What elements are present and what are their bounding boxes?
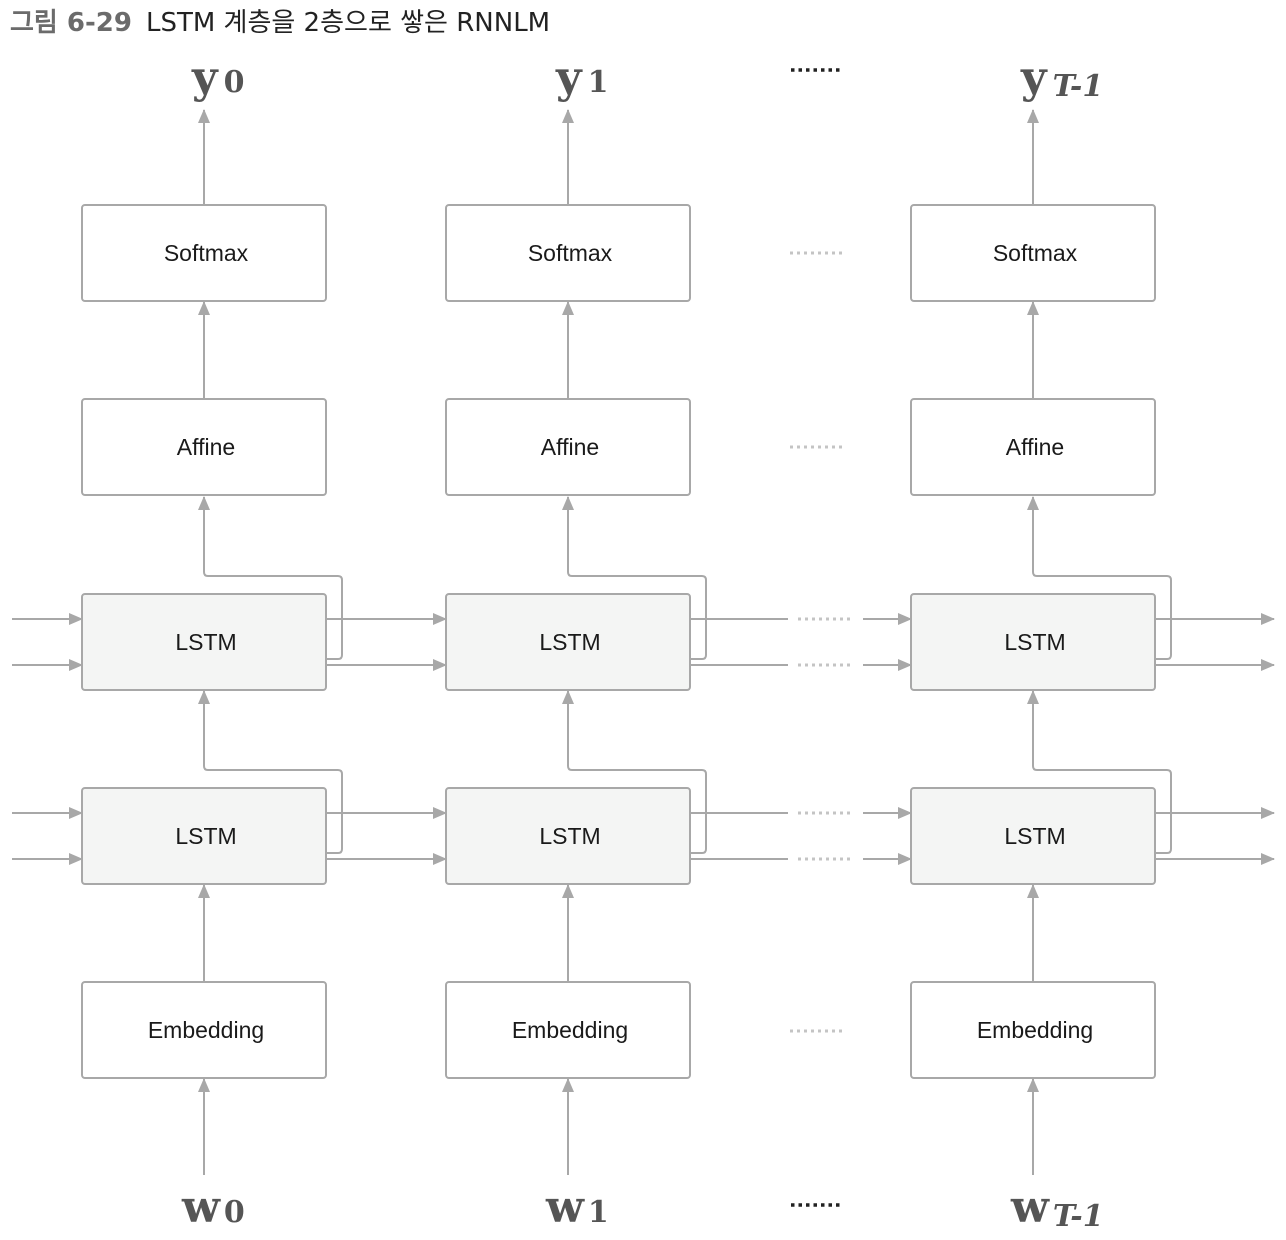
lstm-upper-label: LSTM xyxy=(539,629,600,655)
lstm-lower-box xyxy=(81,787,327,885)
embedding-box xyxy=(910,981,1156,1079)
softmax-label: Softmax xyxy=(164,240,249,266)
connection-wires xyxy=(12,109,1275,1175)
softmax-box xyxy=(445,204,691,302)
softmax-box xyxy=(81,204,327,302)
hidden-branch-wire xyxy=(326,616,343,660)
lstm-lower-to-upper-arrow xyxy=(562,690,707,810)
embedding-label: Embedding xyxy=(512,1017,628,1043)
hidden-branch-wire xyxy=(690,810,707,854)
lstm-lower-box xyxy=(910,787,1156,885)
lstm-to-affine-arrow xyxy=(562,496,707,616)
lstm-lower-box xyxy=(445,787,691,885)
figure-number: 그림 6-29 xyxy=(10,8,132,38)
hidden-branch-wire xyxy=(1155,810,1172,854)
figure-caption: 그림 6-29 LSTM 계층을 2층으로 쌓은 RNNLM xyxy=(10,2,550,39)
embedding-box xyxy=(81,981,327,1079)
lstm-to-affine-arrow xyxy=(1027,496,1172,616)
softmax-box xyxy=(910,204,1156,302)
lstm-lower-label: LSTM xyxy=(1004,823,1065,849)
affine-box xyxy=(910,398,1156,496)
lstm-to-affine-arrow xyxy=(198,496,343,616)
lstm-lower-label: LSTM xyxy=(539,823,600,849)
lstm-upper-box xyxy=(910,593,1156,691)
affine-box xyxy=(445,398,691,496)
hidden-branch-wire xyxy=(690,616,707,660)
affine-label: Affine xyxy=(177,434,235,460)
lstm-upper-box xyxy=(81,593,327,691)
affine-label: Affine xyxy=(541,434,599,460)
hidden-branch-wire xyxy=(1155,616,1172,660)
lstm-upper-label: LSTM xyxy=(1004,629,1065,655)
lstm-upper-box xyxy=(445,593,691,691)
affine-label: Affine xyxy=(1006,434,1064,460)
embedding-label: Embedding xyxy=(148,1017,264,1043)
softmax-label: Softmax xyxy=(993,240,1078,266)
softmax-label: Softmax xyxy=(528,240,613,266)
hidden-branch-wire xyxy=(326,810,343,854)
embedding-box xyxy=(445,981,691,1079)
lstm-upper-label: LSTM xyxy=(175,629,236,655)
figure-title: LSTM 계층을 2층으로 쌓은 RNNLM xyxy=(145,8,551,38)
ellipsis-marks xyxy=(790,68,850,1207)
lstm-lower-label: LSTM xyxy=(175,823,236,849)
lstm-lower-to-upper-arrow xyxy=(1027,690,1172,810)
lstm-lower-to-upper-arrow xyxy=(198,690,343,810)
embedding-label: Embedding xyxy=(977,1017,1093,1043)
affine-box xyxy=(81,398,327,496)
